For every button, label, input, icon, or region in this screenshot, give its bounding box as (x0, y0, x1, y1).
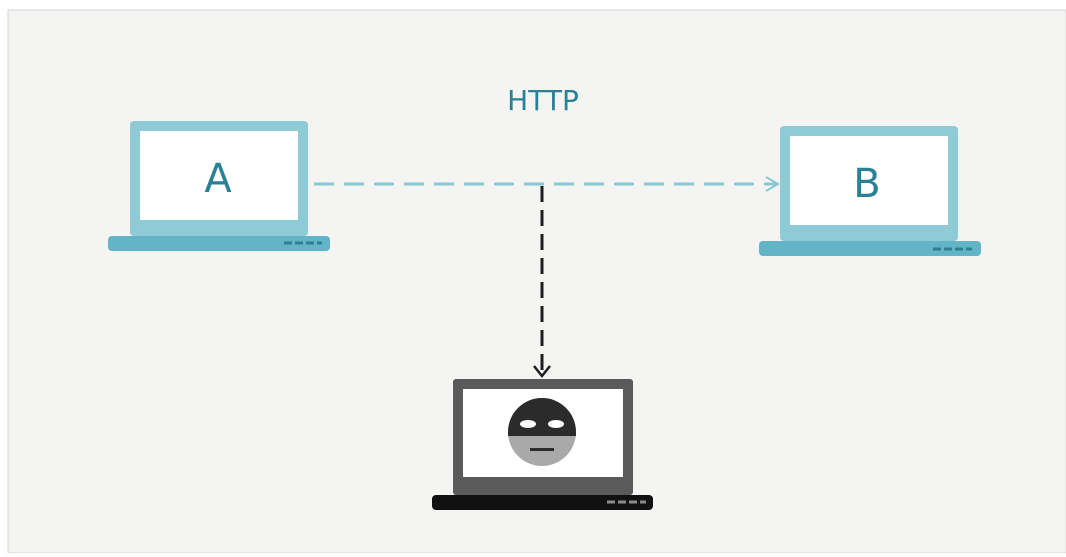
attacker-right-eye (548, 420, 564, 428)
http-label: HTTP (507, 84, 579, 117)
laptop-a-base (108, 236, 330, 251)
laptop-a-label: A (204, 156, 232, 202)
laptop-b-label: B (853, 161, 880, 207)
attacker-mouth (530, 448, 554, 451)
attacker-laptop (432, 379, 653, 510)
attacker-laptop-base (432, 495, 653, 510)
laptop-b-base (759, 241, 981, 256)
laptop-b-screen (790, 136, 948, 225)
laptop-a-screen (140, 131, 298, 220)
laptop-b: B (759, 126, 981, 256)
masked-attacker-icon (508, 398, 576, 466)
laptop-a: A (108, 121, 330, 251)
attacker-left-eye (520, 420, 536, 428)
interception-arrowhead (533, 365, 551, 379)
